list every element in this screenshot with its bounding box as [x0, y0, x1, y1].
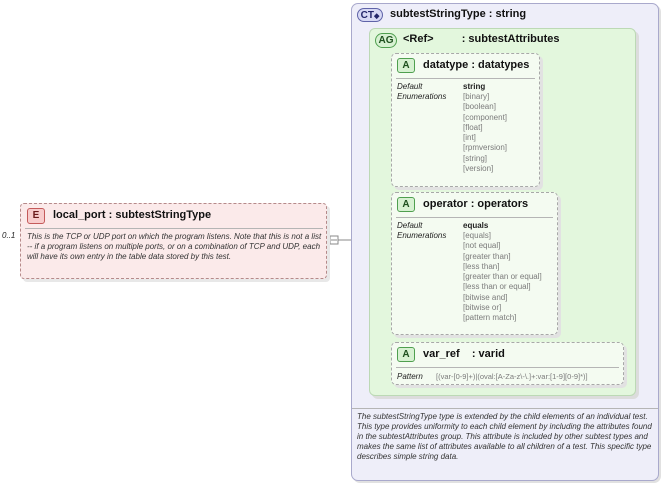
complex-type-icon: ◆	[373, 13, 380, 20]
cardinality-label: 0..1	[2, 231, 16, 240]
attribute-datatype-title: datatype : datatypes	[423, 58, 529, 72]
element-name: local_port	[53, 209, 106, 221]
attribute-datatype-box[interactable]	[391, 53, 540, 187]
element-badge: E	[27, 208, 45, 224]
element-local-port[interactable]	[20, 203, 327, 279]
attribute-var-ref-name: var_ref	[423, 348, 460, 360]
attribute-var-ref-pattern-label: Pattern	[397, 372, 423, 381]
enum-item: [int]	[463, 133, 476, 143]
attribute-var-ref-pattern-value: [(var-[0-9]+)|(oval:[A-Za-z\-\.]+:var:[1…	[436, 372, 588, 381]
complex-type-description: The subtestStringType type is extended b…	[357, 412, 652, 461]
enum-item: [rpmversion]	[463, 143, 508, 153]
enum-item: [greater than]	[463, 251, 511, 261]
enum-item: [bitwise or]	[463, 303, 502, 313]
complex-type-title: subtestStringType : string	[390, 8, 527, 20]
enum-item: [binary]	[463, 92, 490, 101]
element-separator	[25, 228, 323, 229]
attribute-var-ref-box[interactable]	[391, 342, 624, 385]
attribute-var-ref-type: : varid	[471, 348, 505, 360]
attribute-datatype-type: : datatypes	[471, 59, 530, 71]
attribute-operator-type: : operators	[470, 198, 529, 210]
attribute-datatype-enum-list: [binary] [boolean] [component] [float] […	[463, 92, 507, 174]
enum-item: [less than or equal]	[463, 282, 531, 292]
attribute-operator-enum-list: [equals] [not equal] [greater than] [les…	[463, 231, 542, 324]
attribute-group-badge: AG	[375, 33, 397, 48]
attribute-group-ref: <Ref>	[403, 33, 434, 45]
attribute-datatype-enum-label: Enumerations	[397, 92, 447, 101]
enum-item: [bitwise and]	[463, 292, 508, 302]
complex-type-bottom-separator	[352, 408, 658, 409]
attribute-datatype-separator	[396, 78, 535, 79]
enum-item: [not equal]	[463, 241, 501, 251]
complex-type-badge-label: CT	[360, 10, 374, 21]
attribute-operator-default-label: Default	[397, 221, 423, 230]
attribute-operator-title: operator : operators	[423, 197, 528, 211]
enum-item: [float]	[463, 122, 483, 132]
attribute-group-name: : subtestAttributes	[461, 33, 560, 45]
attribute-group-title: <Ref> : subtestAttributes	[403, 32, 559, 46]
enum-item: [version]	[463, 164, 494, 174]
attribute-operator-box[interactable]	[391, 192, 558, 335]
attribute-var-ref-title: var_ref : varid	[423, 347, 505, 361]
element-title: local_port : subtestStringType	[53, 208, 211, 222]
attribute-datatype-name: datatype	[423, 59, 469, 71]
enum-item: [pattern match]	[463, 313, 517, 323]
element-type: : subtestStringType	[108, 209, 212, 221]
enum-item: [string]	[463, 153, 488, 163]
attribute-operator-enum-label: Enumerations	[397, 231, 447, 240]
complex-type-badge: CT◆	[357, 8, 383, 22]
attribute-datatype-default-label: Default	[397, 82, 423, 91]
attribute-operator-separator	[396, 217, 553, 218]
enum-item: [boolean]	[463, 102, 496, 112]
attribute-operator-name: operator	[423, 198, 468, 210]
attribute-datatype-badge: A	[397, 58, 415, 73]
enum-item: [component]	[463, 112, 508, 122]
enum-item: [equals]	[463, 231, 492, 240]
element-description: This is the TCP or UDP port on which the…	[27, 232, 322, 261]
attribute-operator-default-value: equals	[463, 221, 489, 230]
attribute-operator-badge: A	[397, 197, 415, 212]
enum-item: [greater than or equal]	[463, 272, 542, 282]
attribute-var-ref-separator	[396, 367, 619, 368]
attribute-datatype-default-value: string	[463, 82, 486, 91]
attribute-var-ref-badge: A	[397, 347, 415, 362]
enum-item: [less than]	[463, 261, 500, 271]
